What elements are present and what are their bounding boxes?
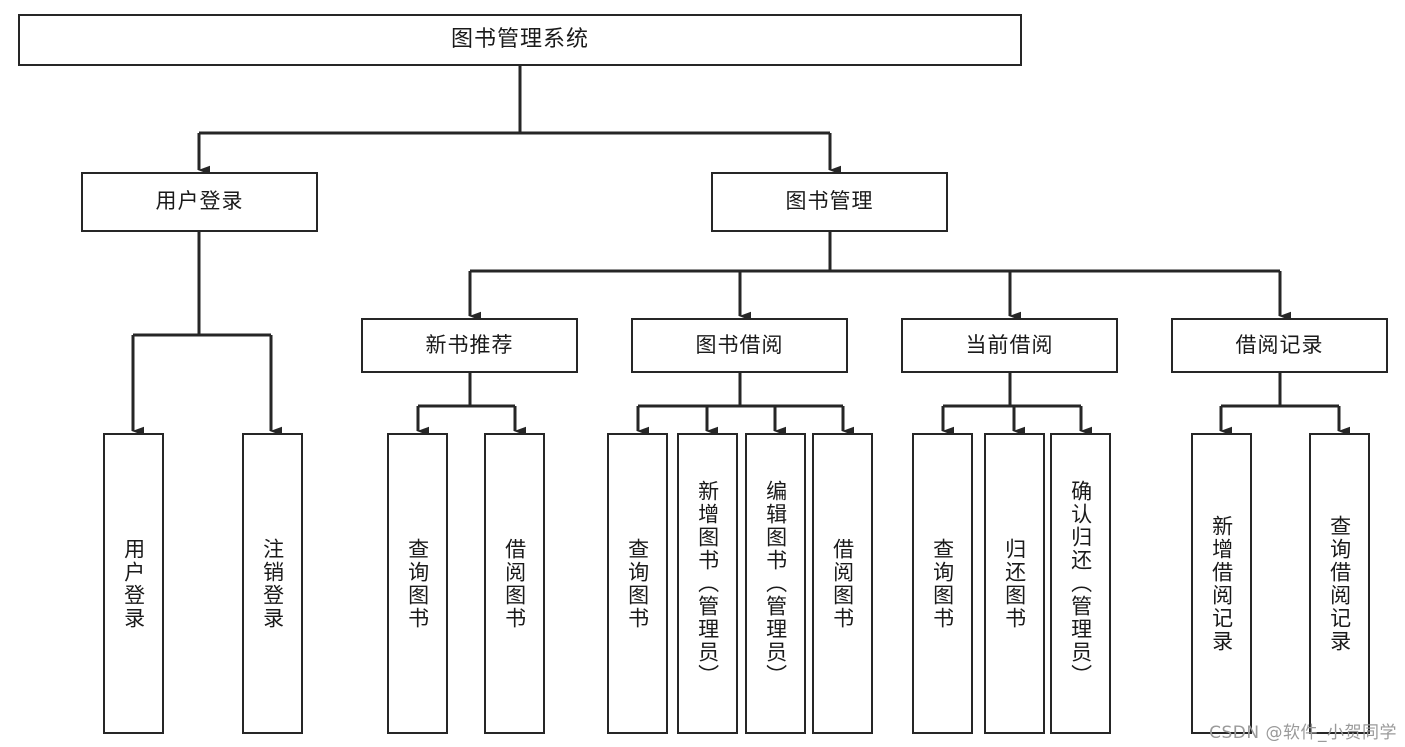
leaf-node-add-borrow-record[interactable]: 新增借阅记录 — [1191, 433, 1252, 734]
node-label: 查询图书 — [930, 537, 955, 630]
node-label: 借阅图书 — [502, 537, 527, 630]
node-label: 用户登录 — [155, 189, 244, 214]
node-borrow-record[interactable]: 借阅记录 — [1171, 318, 1388, 373]
node-label: 用户登录 — [121, 537, 146, 630]
leaf-node-borrow-book[interactable]: 借阅图书 — [812, 433, 873, 734]
node-label: 图书管理 — [785, 189, 874, 214]
node-label: 确认归还（管理员） — [1068, 480, 1093, 687]
node-label: 图书借阅 — [695, 332, 784, 357]
leaf-node-query-book-borrow[interactable]: 查询图书 — [607, 433, 668, 734]
node-label: 借阅图书 — [830, 537, 855, 630]
node-label: 新增借阅记录 — [1209, 514, 1234, 653]
leaf-node-confirm-return-admin[interactable]: 确认归还（管理员） — [1050, 433, 1111, 734]
node-current-borrow[interactable]: 当前借阅 — [901, 318, 1118, 373]
node-book-management[interactable]: 图书管理 — [711, 172, 948, 232]
node-label: 查询图书 — [625, 537, 650, 630]
leaf-node-borrow-book-recommend[interactable]: 借阅图书 — [484, 433, 545, 734]
node-new-book-recommend[interactable]: 新书推荐 — [361, 318, 578, 373]
node-label: 新书推荐 — [425, 332, 514, 357]
node-label: 查询图书 — [405, 537, 430, 630]
node-label: 编辑图书（管理员） — [763, 480, 788, 687]
leaf-node-logout[interactable]: 注销登录 — [242, 433, 303, 734]
leaf-node-query-book-recommend[interactable]: 查询图书 — [387, 433, 448, 734]
node-book-management-system[interactable]: 图书管理系统 — [18, 14, 1022, 66]
node-label: 新增图书（管理员） — [695, 480, 720, 687]
leaf-node-add-book-admin[interactable]: 新增图书（管理员） — [677, 433, 738, 734]
node-label: 注销登录 — [260, 537, 285, 630]
leaf-node-user-login[interactable]: 用户登录 — [103, 433, 164, 734]
node-user-login[interactable]: 用户登录 — [81, 172, 318, 232]
leaf-node-return-book[interactable]: 归还图书 — [984, 433, 1045, 734]
node-book-borrow[interactable]: 图书借阅 — [631, 318, 848, 373]
node-label: 当前借阅 — [965, 332, 1054, 357]
leaf-node-edit-book-admin[interactable]: 编辑图书（管理员） — [745, 433, 806, 734]
node-label: 借阅记录 — [1235, 332, 1324, 357]
node-label: 查询借阅记录 — [1327, 514, 1352, 653]
node-label: 图书管理系统 — [450, 26, 589, 52]
leaf-node-query-borrow-record[interactable]: 查询借阅记录 — [1309, 433, 1370, 734]
leaf-node-query-book-current[interactable]: 查询图书 — [912, 433, 973, 734]
node-label: 归还图书 — [1002, 537, 1027, 630]
